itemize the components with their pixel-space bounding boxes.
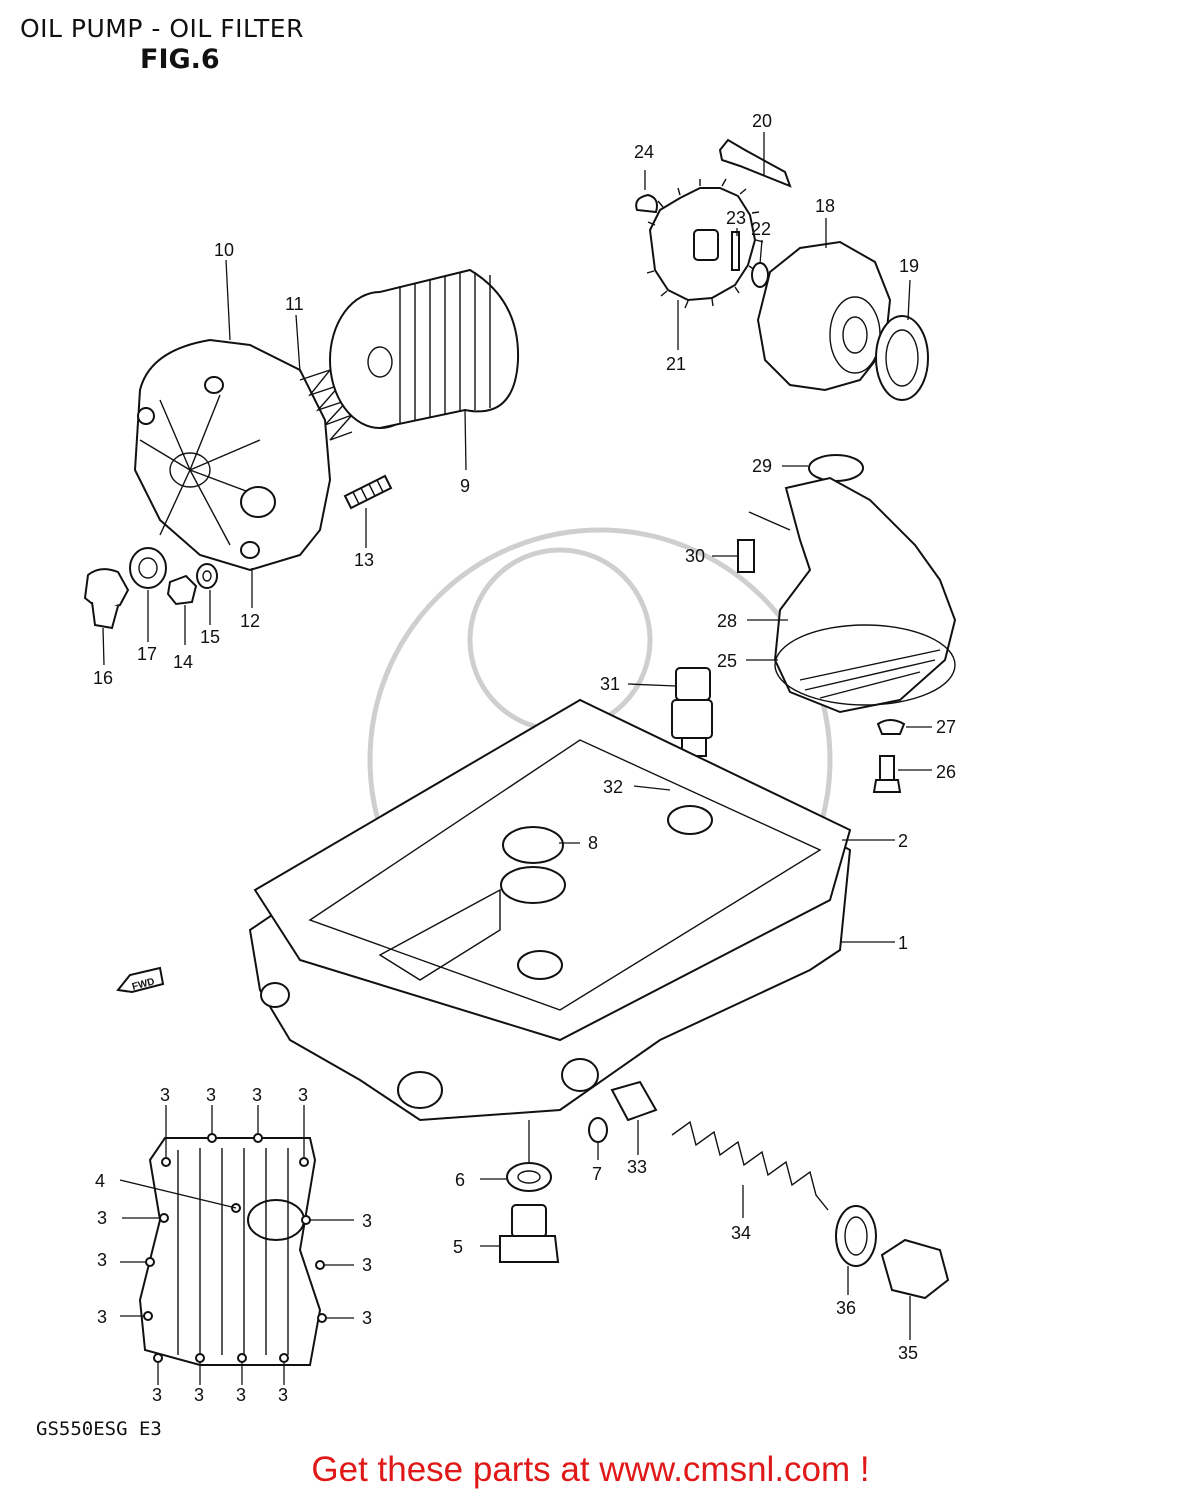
- callout-35: 35: [898, 1343, 918, 1363]
- callout-labels: 10 11 9 13 12 15 17 14 16 20 24 18 23 22…: [93, 111, 956, 1405]
- callout-6: 6: [455, 1170, 465, 1190]
- sump-plate: [138, 1133, 327, 1366]
- callout-19: 19: [899, 256, 919, 276]
- callout-11: 11: [285, 294, 304, 314]
- callout-20: 20: [752, 111, 772, 131]
- callout-24: 24: [634, 142, 654, 162]
- callout-9: 9: [460, 476, 470, 496]
- small-parts: [588, 1080, 658, 1143]
- callout-3: 3: [362, 1211, 372, 1231]
- callout-3: 3: [152, 1385, 162, 1405]
- callout-3: 3: [278, 1385, 288, 1405]
- callout-3: 3: [97, 1208, 107, 1228]
- callout-3: 3: [206, 1085, 216, 1105]
- strainer-bolts: [872, 719, 906, 793]
- callout-16: 16: [93, 668, 113, 688]
- callout-34: 34: [731, 1223, 751, 1243]
- callout-17: 17: [137, 644, 157, 664]
- callout-21: 21: [666, 354, 686, 374]
- callout-3: 3: [194, 1385, 204, 1405]
- callout-29: 29: [752, 456, 772, 476]
- oil-filter-element: [329, 268, 520, 429]
- oil-filter-cover: [133, 338, 332, 572]
- callout-31: 31: [600, 674, 620, 694]
- page-title: OIL PUMP - OIL FILTER: [20, 14, 304, 43]
- callout-18: 18: [815, 196, 835, 216]
- callout-3: 3: [160, 1085, 170, 1105]
- callout-33: 33: [627, 1157, 647, 1177]
- oil-pump-body: [756, 240, 929, 401]
- filter-spring: [299, 368, 353, 441]
- callout-36: 36: [836, 1298, 856, 1318]
- callout-30: 30: [685, 546, 705, 566]
- callout-5: 5: [453, 1237, 463, 1257]
- callout-3: 3: [236, 1385, 246, 1405]
- callout-3: 3: [362, 1255, 372, 1275]
- relief-spring: [671, 1120, 950, 1300]
- stud-bolt: [343, 474, 393, 510]
- callout-10: 10: [214, 240, 234, 260]
- oil-pump-gear: [635, 138, 792, 309]
- callout-25: 25: [717, 651, 737, 671]
- callout-4: 4: [95, 1171, 105, 1191]
- leader-lines: [102, 132, 932, 1385]
- callout-14: 14: [173, 652, 193, 672]
- fwd-arrow: [116, 966, 165, 994]
- callout-3: 3: [252, 1085, 262, 1105]
- callout-13: 13: [354, 550, 374, 570]
- callout-23: 23: [726, 208, 746, 228]
- callout-15: 15: [200, 627, 220, 647]
- model-code: GS550ESG E3: [36, 1418, 162, 1440]
- oil-strainer: [737, 454, 957, 714]
- filter-fasteners: [83, 547, 218, 630]
- callout-3: 3: [97, 1250, 107, 1270]
- oil-pan: [248, 698, 852, 1122]
- callout-3: 3: [362, 1308, 372, 1328]
- footer-link[interactable]: Get these parts at www.cmsnl.com !: [311, 1450, 870, 1489]
- callout-8: 8: [588, 833, 598, 853]
- callout-12: 12: [240, 611, 260, 631]
- callout-3: 3: [298, 1085, 308, 1105]
- figure-number: FIG.6: [140, 44, 220, 75]
- callout-2: 2: [898, 831, 908, 851]
- callout-22: 22: [751, 219, 771, 239]
- callout-1: 1: [898, 933, 908, 953]
- callout-28: 28: [717, 611, 737, 631]
- callout-26: 26: [936, 762, 956, 782]
- callout-7: 7: [592, 1164, 602, 1184]
- callout-32: 32: [603, 777, 623, 797]
- callout-3: 3: [97, 1307, 107, 1327]
- callout-27: 27: [936, 717, 956, 737]
- drain-plug: [499, 1162, 560, 1263]
